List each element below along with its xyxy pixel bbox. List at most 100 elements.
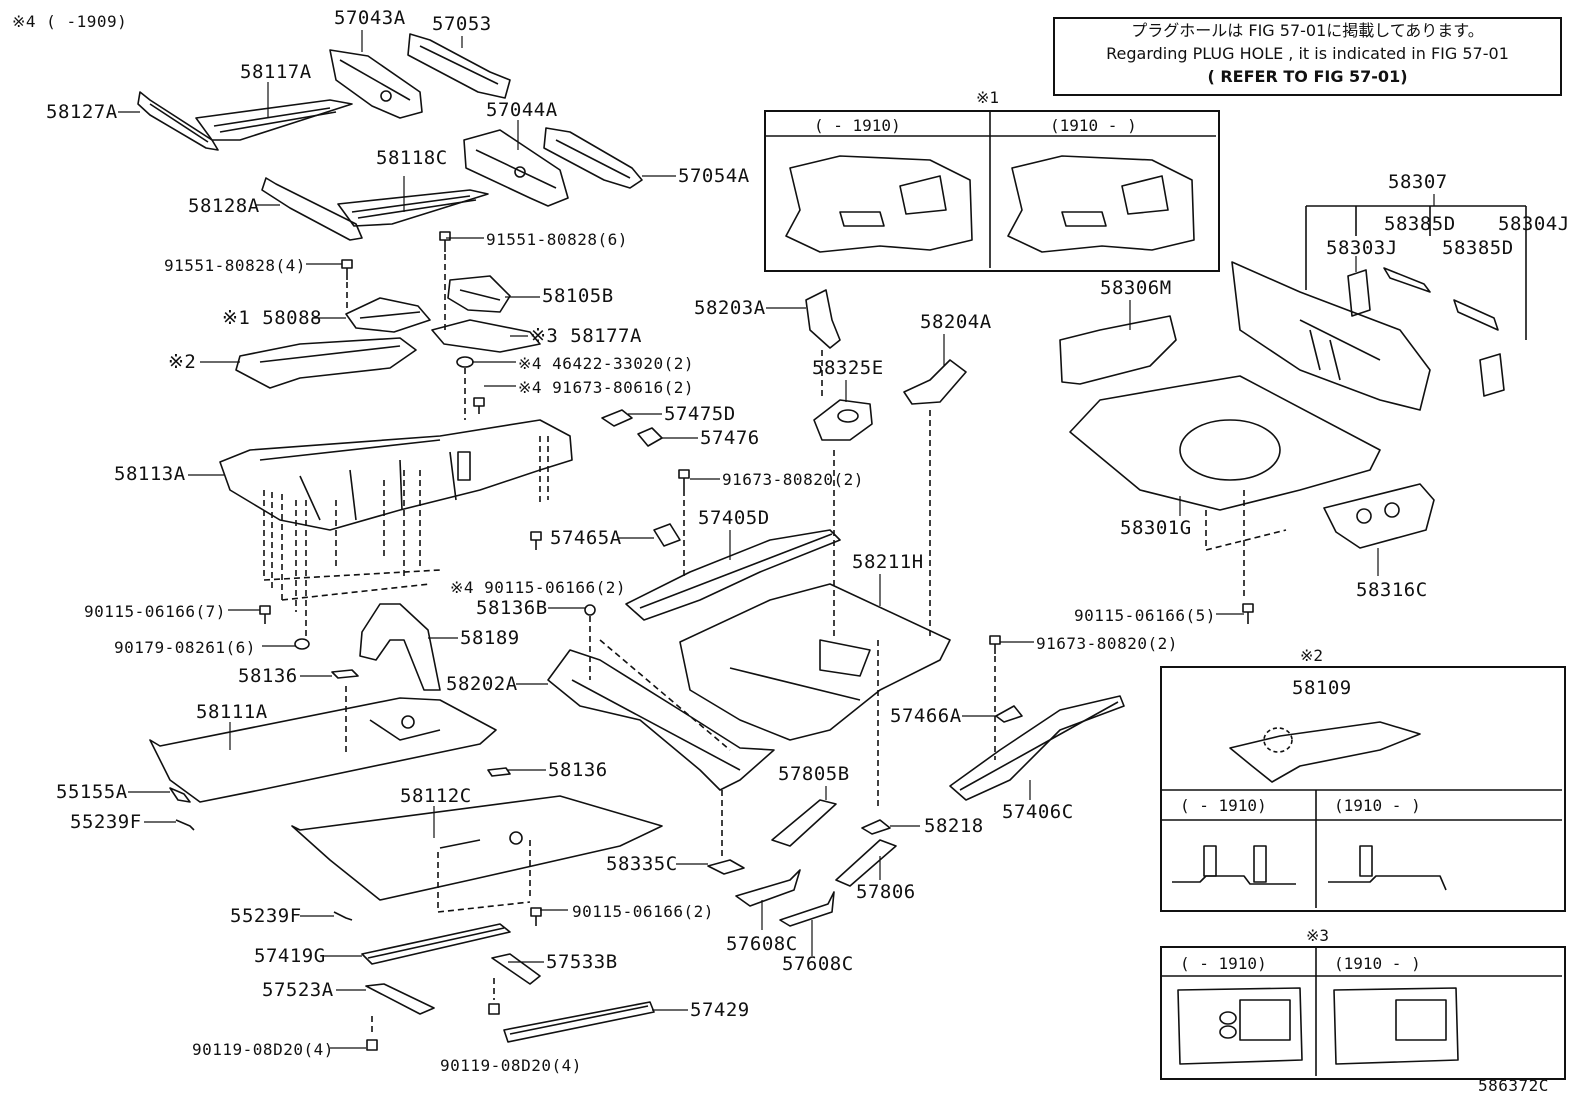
- part-label[interactable]: 57533B: [546, 951, 618, 973]
- part-label[interactable]: 58118C: [376, 147, 448, 169]
- part-label[interactable]: 58105B: [542, 285, 614, 307]
- part-label[interactable]: 58136: [548, 759, 608, 781]
- part-label[interactable]: 58211H: [852, 551, 924, 573]
- part-label[interactable]: 58306M: [1100, 277, 1172, 299]
- member-58202A: [547, 604, 775, 860]
- part-label[interactable]: 57608C: [782, 953, 854, 975]
- bracket-57523A: [365, 983, 435, 1051]
- bolt-90115-06166-5: [1242, 603, 1254, 624]
- dashed-leaders-58113A: [263, 436, 549, 640]
- part-label[interactable]: 57465A: [550, 527, 622, 549]
- part-label[interactable]: 57429: [690, 999, 750, 1021]
- part-label[interactable]: 58111A: [196, 701, 268, 723]
- part-label[interactable]: 57053: [432, 13, 492, 35]
- bracket-2: [235, 337, 417, 389]
- part-label[interactable]: 58136: [238, 665, 298, 687]
- pad-58325E: [813, 399, 873, 441]
- part-label[interactable]: 58189: [460, 627, 520, 649]
- part-label[interactable]: 90119-08D20(4): [192, 1040, 334, 1059]
- part-label[interactable]: 57405D: [698, 507, 770, 529]
- part-label[interactable]: 58127A: [46, 101, 118, 123]
- part-label[interactable]: ※1 58088: [222, 307, 322, 329]
- part-label[interactable]: 58325E: [812, 357, 884, 379]
- part-label[interactable]: 58316C: [1356, 579, 1428, 601]
- figure-code: 586372C: [1478, 1076, 1549, 1095]
- footnote-top-left: ※4 ( -1909): [12, 12, 128, 31]
- part-label[interactable]: 58385D: [1384, 213, 1456, 235]
- clip-46422: [456, 356, 474, 420]
- part-label[interactable]: 91551-80828(6): [486, 230, 628, 249]
- part-label[interactable]: ※4 91673-80616(2): [518, 378, 695, 397]
- inset1-drawings: [765, 112, 1216, 268]
- bracket-58088: [345, 297, 431, 333]
- part-label[interactable]: 55239F: [230, 905, 302, 927]
- part-label[interactable]: 58112C: [400, 785, 472, 807]
- part-label[interactable]: 58128A: [188, 195, 260, 217]
- part-label[interactable]: 58303J: [1326, 237, 1398, 259]
- part-label[interactable]: 55155A: [56, 781, 128, 803]
- part-label[interactable]: 57475D: [664, 403, 736, 425]
- part-label[interactable]: 58301G: [1120, 517, 1192, 539]
- part-label[interactable]: 58202A: [446, 673, 518, 695]
- inset2-part-label: 58109: [1292, 677, 1352, 699]
- inset3-drawings: [1162, 946, 1562, 1076]
- floor-58111A: [149, 686, 497, 803]
- part-label[interactable]: 90115-06166(7): [84, 602, 226, 621]
- part-label[interactable]: 58218: [924, 815, 984, 837]
- part-label[interactable]: 57406C: [1002, 801, 1074, 823]
- part-label[interactable]: 57419G: [254, 945, 326, 967]
- part-label[interactable]: ※4 46422-33020(2): [518, 354, 695, 373]
- bracket-57608C-2: [779, 891, 835, 927]
- part-label[interactable]: 58335C: [606, 853, 678, 875]
- bracket-58203A: [805, 289, 841, 400]
- part-label[interactable]: 57608C: [726, 933, 798, 955]
- panel-58306M: [1059, 315, 1177, 385]
- part-label[interactable]: 57466A: [890, 705, 962, 727]
- inset3-right-range: (1910 - ): [1334, 954, 1421, 973]
- member-57053: [407, 33, 511, 99]
- bracket-57533B: [491, 953, 541, 985]
- part-label[interactable]: 58385D: [1442, 237, 1514, 259]
- part-label[interactable]: 91551-80828(4): [164, 256, 306, 275]
- bolts-lower-left: [259, 531, 542, 650]
- bracket-57608C-1: [735, 869, 801, 907]
- part-label[interactable]: 57054A: [678, 165, 750, 187]
- part-label[interactable]: 57476: [700, 427, 760, 449]
- part-label[interactable]: 90115-06166(5): [1074, 606, 1216, 625]
- reinforcement-57805B: [771, 799, 837, 847]
- bracket-58204A: [903, 359, 967, 640]
- part-label[interactable]: 91673-80820(2): [722, 470, 864, 489]
- reinforcement-57806: [835, 839, 897, 887]
- part-label[interactable]: 91673-80820(2): [1036, 634, 1178, 653]
- part-label[interactable]: 90115-06166(2): [572, 902, 714, 921]
- part-label[interactable]: 58136B: [476, 597, 548, 619]
- part-label[interactable]: ※3 58177A: [530, 325, 642, 347]
- part-label[interactable]: ※2: [168, 351, 197, 373]
- part-label[interactable]: 57523A: [262, 979, 334, 1001]
- floor-58211H: [679, 450, 951, 810]
- part-label[interactable]: ※4 90115-06166(2): [450, 578, 627, 597]
- part-label[interactable]: 58203A: [694, 297, 766, 319]
- part-label[interactable]: 90179-08261(6): [114, 638, 256, 657]
- part-label[interactable]: 58117A: [240, 61, 312, 83]
- part-label[interactable]: 58113A: [114, 463, 186, 485]
- part-label[interactable]: 58304J: [1498, 213, 1570, 235]
- inset3-mark: ※3: [1306, 926, 1330, 945]
- leader-lines: [118, 30, 1435, 1049]
- part-label[interactable]: 57805B: [778, 763, 850, 785]
- part-label[interactable]: 90119-08D20(4): [440, 1056, 582, 1075]
- note-line-3: ( REFER TO FIG 57-01): [1207, 67, 1408, 86]
- note-line-2: Regarding PLUG HOLE , it is indicated in…: [1106, 44, 1509, 63]
- part-label[interactable]: 57806: [856, 881, 916, 903]
- bolt-91673-80616: [473, 397, 485, 414]
- part-label[interactable]: 57043A: [334, 7, 406, 29]
- inset-box-2: [1160, 666, 1566, 912]
- member-57054A: [543, 127, 643, 189]
- part-label[interactable]: 58204A: [920, 311, 992, 333]
- part-label[interactable]: 57044A: [486, 99, 558, 121]
- member-57043A: [329, 49, 423, 119]
- part-label[interactable]: 55239F: [70, 811, 142, 833]
- part-label[interactable]: 58307: [1388, 171, 1448, 193]
- rail-58118C: [337, 189, 489, 227]
